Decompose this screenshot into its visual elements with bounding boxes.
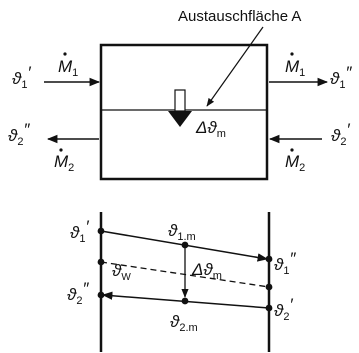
theta1-in-label: ϑ1′ [12,63,31,91]
point-theta2-in [265,304,273,312]
mdot2-out-label: M2 [54,152,74,174]
theta1m-label: ϑ1.m [168,221,196,243]
mdot1-out-label: M1 [285,57,305,79]
heat-flow-arrow-head [168,111,192,127]
point-theta1m [181,241,189,249]
point-theta1-in [97,227,105,235]
temperature-profile: ϑ1′ ϑ1″ ϑ2″ ϑ2′ ϑ1.m ϑ2.m ϑW Δϑm [67,212,296,352]
mdot1-in-label: M1 [58,57,78,79]
theta1-in-profile-label: ϑ1′ [70,217,89,245]
thetaw-label: ϑW [112,261,131,283]
theta2-in-profile-label: ϑ2′ [274,295,293,323]
point-wall-right [265,283,273,291]
area-leader-arrow [206,26,264,107]
exchanger-top: Austauschfläche A Δϑm ϑ1′ M1 ϑ1″ M1 ϑ2″ … [8,8,352,181]
mdot2-in-label: M2 [285,152,305,174]
theta1-out-label: ϑ1″ [330,63,352,91]
mdot2-out-dot [59,148,63,152]
point-wall-left [97,258,105,266]
mdot1-in-dot [63,52,67,56]
delta-theta-m-profile: Δϑm [191,260,222,282]
theta2-out-profile-label: ϑ2″ [67,279,89,307]
point-theta2-out [97,291,105,299]
heat-flow-arrow-shaft [174,89,186,112]
mdot1-out-dot [290,52,294,56]
exchanger-box [99,43,269,181]
point-theta2m [181,297,189,305]
mdot2-in-dot [290,148,294,152]
theta1-out-profile-label: ϑ1″ [274,249,296,277]
theta2m-label: ϑ2.m [170,312,198,334]
point-theta1-out [265,255,273,263]
delta-theta-m-top: Δϑm [195,118,226,140]
theta2-in-label: ϑ2′ [331,120,350,148]
area-label: Austauschfläche A [178,8,301,25]
theta2-out-label: ϑ2″ [8,120,30,148]
